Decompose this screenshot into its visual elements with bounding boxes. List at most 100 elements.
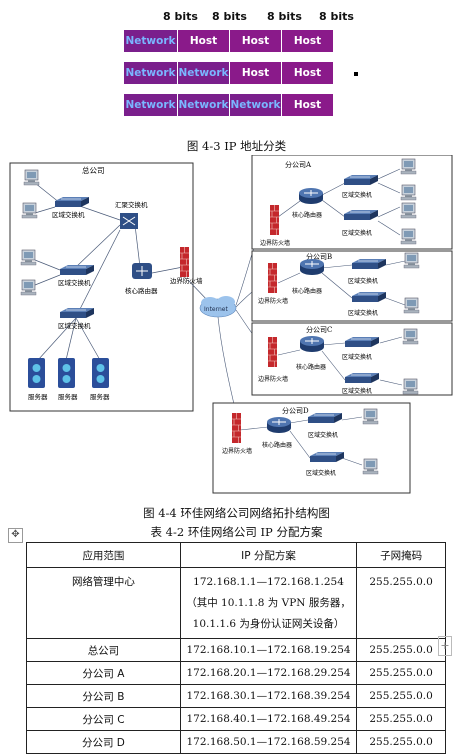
border-firewall-label: 边界防火墙 xyxy=(260,239,290,247)
scope-cell: 分公司 C xyxy=(26,707,181,731)
figure-caption-ip-class: 图 4-3 IP 地址分类 xyxy=(186,139,287,153)
host-cell: Host xyxy=(282,62,334,84)
scope-cell: 总公司 xyxy=(26,638,181,662)
branch-a-title: 分公司A xyxy=(285,160,312,169)
ip-allocation-table: 应用范围 IP 分配方案 子网掩码 网络管理中心 172.168.1.1—172… xyxy=(26,542,446,754)
area-switch-label: 区域交换机 xyxy=(342,229,372,237)
pc-icon xyxy=(21,202,38,219)
table-row: 分公司 B 172.168.30.1—172.168.39.254 255.25… xyxy=(26,684,446,708)
area-switch-icon xyxy=(351,291,387,303)
table-row: 分公司 D 172.168.50.1—172.168.59.254 255.25… xyxy=(26,730,446,754)
branch-b-box xyxy=(251,250,453,322)
figure-caption-topology: 图 4-4 环佳网络公司网络拓扑结构图 xyxy=(143,506,330,520)
scope-cell: 分公司 D xyxy=(26,730,181,754)
table-header-row: 应用范围 IP 分配方案 子网掩码 xyxy=(26,542,446,568)
mask-cell: 255.255.0.0 xyxy=(356,661,446,685)
ip-class-row-b: Network Network Host Host xyxy=(124,62,362,84)
network-cell: Network xyxy=(178,94,230,116)
core-router-icon xyxy=(299,258,325,276)
core-router-label: 核心路由器 xyxy=(125,286,158,295)
network-cell: Network xyxy=(178,62,230,84)
hq-title: 总公司 xyxy=(82,165,105,175)
core-router-label: 核心路由器 xyxy=(262,441,292,449)
area-switch-icon xyxy=(351,258,387,270)
area-switch-icon xyxy=(344,372,380,384)
pc-icon xyxy=(20,249,37,266)
server-label: 服务器 xyxy=(58,392,78,401)
area-switch-label: 区域交换机 xyxy=(52,210,85,219)
branch-a-box xyxy=(251,155,453,250)
core-router-icon xyxy=(298,187,324,205)
pc-icon xyxy=(402,328,419,345)
table-row: 分公司 A 172.168.20.1—172.168.29.254 255.25… xyxy=(26,661,446,685)
table-title: 表 4-2 环佳网络公司 IP 分配方案 xyxy=(150,525,323,539)
pc-icon xyxy=(23,169,40,186)
server-label: 服务器 xyxy=(28,392,48,401)
area-switch-label: 区域交换机 xyxy=(348,277,378,285)
server-icon xyxy=(92,358,109,388)
server-label: 服务器 xyxy=(90,392,110,401)
area-switch-icon xyxy=(307,412,343,424)
border-firewall-label: 边界防火墙 xyxy=(258,375,288,383)
area-switch-icon xyxy=(343,174,379,186)
host-cell: Host xyxy=(230,30,282,52)
bits-label: 8 bits xyxy=(319,10,354,23)
pc-icon xyxy=(403,252,420,269)
aggregation-switch-label: 汇聚交换机 xyxy=(115,200,148,209)
add-row-button[interactable]: + xyxy=(438,636,452,656)
border-firewall-label: 边界防火墙 xyxy=(258,297,288,305)
pc-icon xyxy=(400,228,417,245)
network-cell: Network xyxy=(230,94,282,116)
bits-label: 8 bits xyxy=(163,10,198,23)
core-router-icon xyxy=(266,416,292,434)
ip-class-row-c: Network Network Network Host xyxy=(124,94,362,116)
pc-icon xyxy=(400,184,417,201)
firewall-icon xyxy=(269,204,280,236)
area-switch-label: 区域交换机 xyxy=(306,469,336,477)
firewall-icon xyxy=(267,336,278,368)
area-switch-label: 区域交换机 xyxy=(342,353,372,361)
scope-cell: 网络管理中心 xyxy=(26,567,181,639)
server-icon xyxy=(58,358,75,388)
bits-label: 8 bits xyxy=(212,10,247,23)
internet-cloud-icon xyxy=(199,296,237,318)
area-switch-label: 区域交换机 xyxy=(58,278,91,287)
firewall-icon xyxy=(179,246,190,278)
branch-d-title: 分公司D xyxy=(282,406,309,415)
bullet-mark xyxy=(354,72,358,76)
host-cell: Host xyxy=(282,94,334,116)
core-router-label: 核心路由器 xyxy=(296,363,326,371)
table-move-handle-icon[interactable]: ✥ xyxy=(8,528,23,543)
pc-icon xyxy=(403,297,420,314)
table-row: 总公司 172.168.10.1—172.168.19.254 255.255.… xyxy=(26,638,446,662)
area-switch-icon xyxy=(344,336,380,348)
branch-c-title: 分公司C xyxy=(306,325,332,334)
scope-cell: 分公司 B xyxy=(26,684,181,708)
core-router-label: 核心路由器 xyxy=(292,287,322,295)
area-switch-label: 区域交换机 xyxy=(342,387,372,395)
mask-cell: 255.255.0.0 xyxy=(356,567,446,639)
area-switch-icon xyxy=(59,307,95,319)
ip-range-cell: 172.168.40.1—172.168.49.254 xyxy=(179,707,358,731)
border-firewall-label: 边界防火墙 xyxy=(170,276,203,285)
header-mask: 子网掩码 xyxy=(356,542,446,568)
ip-range-cell: 172.168.20.1—172.168.29.254 xyxy=(179,661,358,685)
scope-cell: 分公司 A xyxy=(26,661,181,685)
pc-icon xyxy=(20,279,37,296)
pc-icon xyxy=(362,458,379,475)
server-icon xyxy=(28,358,45,388)
host-cell: Host xyxy=(282,30,334,52)
border-firewall-label: 边界防火墙 xyxy=(222,447,252,455)
ip-class-row-a: Network Host Host Host xyxy=(124,30,362,52)
mask-cell: 255.255.0.0 xyxy=(356,638,446,662)
branch-b-title: 分公司B xyxy=(306,252,332,261)
area-switch-icon xyxy=(54,196,90,208)
header-ip-plan: IP 分配方案 xyxy=(179,542,358,568)
table-row: 分公司 C 172.168.40.1—172.168.49.254 255.25… xyxy=(26,707,446,731)
pc-icon xyxy=(362,408,379,425)
mask-cell: 255.255.0.0 xyxy=(356,684,446,708)
ip-range-cell: 172.168.30.1—172.168.39.254 xyxy=(179,684,358,708)
pc-icon xyxy=(402,378,419,395)
host-cell: Host xyxy=(178,30,230,52)
ip-range-cell: 172.168.50.1—172.168.59.254 xyxy=(179,730,358,754)
